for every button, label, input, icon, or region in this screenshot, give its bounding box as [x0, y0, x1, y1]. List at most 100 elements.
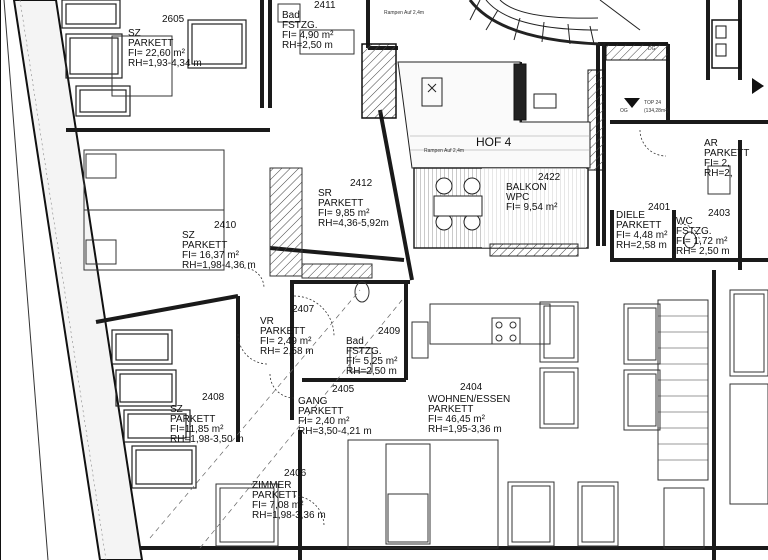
room-name: Bad [282, 10, 300, 21]
room-area: FI= 9,85 m² [318, 208, 370, 219]
room-name: VR [260, 316, 274, 327]
room-number: 2408 [202, 392, 225, 403]
room-floor: PARKETT [298, 406, 343, 417]
room-number: 2405 [332, 384, 355, 395]
top-marker: TOP 24 [644, 100, 661, 106]
room-number: 2412 [350, 178, 373, 189]
room-floor: PARKETT [428, 404, 473, 415]
room-height: RH=1,93-4,34 m [128, 58, 202, 69]
room-name: SR [318, 188, 332, 199]
room-floor: PARKETT [318, 198, 363, 209]
room-height: RH=4,36-5,92m [318, 218, 389, 229]
room-number: 2403 [708, 208, 731, 219]
room-area: FI= 22,60 m² [128, 48, 186, 59]
room-area: FI= 2,49 m² [260, 336, 312, 347]
room-number: 2410 [214, 220, 237, 231]
exterior-wall-left [0, 0, 144, 560]
level-marker-icon [624, 98, 640, 108]
room-name: DIELE [616, 210, 645, 221]
room-floor: FSTZG. [346, 346, 382, 357]
room-height: RH= 2,58 m [260, 346, 314, 357]
room-floor: PARKETT [182, 240, 227, 251]
room-number: 2404 [460, 382, 483, 393]
room-name: GANG [298, 396, 328, 407]
room-number: 2407 [292, 304, 315, 315]
room-area: FI= 16,37 m² [182, 250, 240, 261]
wall-hatching [361, 19, 741, 171]
courtyard-hof-4 [397, 61, 591, 169]
room-area: FI= 7,08 m² [252, 500, 304, 511]
og-label: OG [620, 108, 628, 114]
room-floor: WPC [506, 192, 529, 203]
room-height: RH=1,98-3,36 m [252, 510, 326, 521]
room-number: 2409 [378, 326, 401, 337]
room-name: SZ [182, 230, 195, 241]
room-floor: FSTZG. [676, 226, 712, 237]
room-number: 2406 [284, 468, 307, 479]
room-height: RH=1,98-4,36 m [182, 260, 256, 271]
room-name: SZ [170, 404, 183, 415]
room-height: RH=2,50 m [346, 366, 397, 377]
room-floor: PARKETT [170, 414, 215, 425]
room-height: RH=2,50 m [282, 40, 333, 51]
note-text: Rampen Auf 2,4m [384, 10, 424, 16]
room-area: FI= 1,72 m² [676, 236, 728, 247]
room-floor: PARKETT [616, 220, 661, 231]
room-height: RH=1,95-3,36 m [428, 424, 502, 435]
note-text-2: Rampen Auf 2,4m [424, 148, 464, 154]
room-name: BALKON [506, 182, 547, 193]
room-height: RH=2, [704, 168, 733, 179]
room-number: 2411 [314, 0, 336, 11]
room-floor: PARKETT [252, 490, 297, 501]
room-name: AR [704, 138, 718, 149]
direction-arrow-icon [752, 78, 764, 94]
room-floor: PARKETT [128, 38, 173, 49]
furniture [83, 3, 768, 549]
room-name: SZ [128, 28, 141, 39]
room-floor: FSTZG. [282, 20, 318, 31]
room-area: FI= 2, [704, 158, 730, 169]
room-area: FI=11,85 m² [170, 424, 224, 435]
room-name: ZIMMER [252, 480, 291, 491]
room-floor: PARKETT [704, 148, 749, 159]
room-name: WC [676, 216, 693, 227]
room-name: WOHNEN/ESSEN [428, 394, 510, 405]
room-area: FI= 5,25 m² [346, 356, 398, 367]
room-height: RH=1,98-3,50 m [170, 434, 244, 445]
room-area: FI= 46,45 m² [428, 414, 486, 425]
room-height: RH=2,58 m [616, 240, 667, 251]
room-area: FI= 4,90 m² [282, 30, 334, 41]
room-floor: PARKETT [260, 326, 305, 337]
top-area: (134,28m²) [644, 108, 669, 114]
door-swings [237, 129, 701, 527]
room-number: 2422 [538, 172, 561, 183]
courtyard-label: HOF 4 [476, 135, 512, 149]
skylight-windows [61, 0, 247, 489]
room-height: RH=3,50-4,21 m [298, 426, 372, 437]
room-area: FI= 9,54 m² [506, 202, 558, 213]
room-area: FI= 2,40 m² [298, 416, 350, 427]
spiral-staircase [468, 0, 641, 46]
balcony-deck [413, 167, 589, 257]
room-area: FI= 4,48 m² [616, 230, 668, 241]
dg-label: DG [648, 46, 656, 52]
room-height: RH= 2,50 m [676, 246, 730, 257]
room-number: 2401 [648, 202, 671, 213]
roof-slope-lines [149, 289, 403, 549]
